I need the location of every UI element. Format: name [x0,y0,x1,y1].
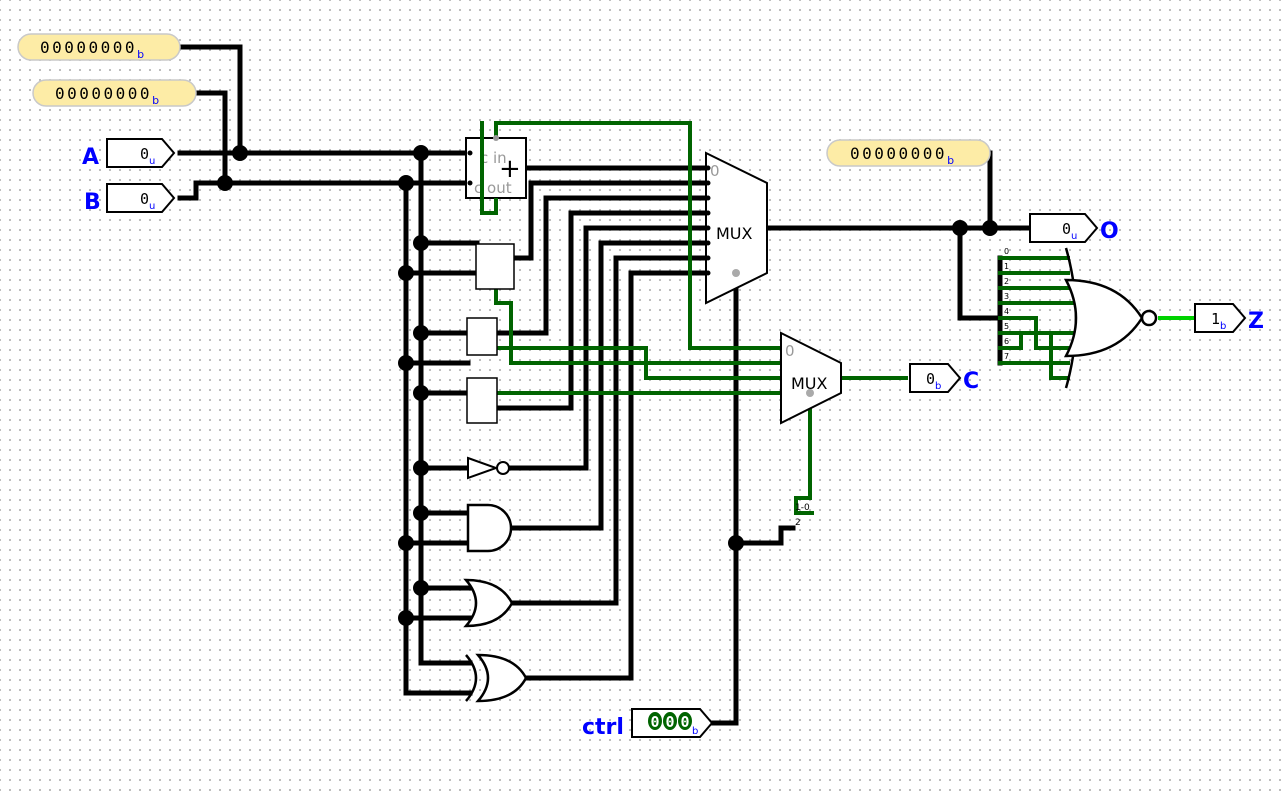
wire-xor-to-mux [522,270,711,681]
splitter-o-bit-2: 2 [1004,277,1009,286]
junction [398,610,414,626]
mux-carry-select-pin [806,389,814,397]
ctrl-bit-ovals [648,712,692,730]
not-gate[interactable] [467,456,510,480]
wire-comp2-bit [495,346,785,380]
splitter-o-bit-6: 6 [1004,337,1009,346]
wire-comp3-to-mux [494,210,711,411]
output-z-label: Z [1248,309,1264,334]
mux-main-label: MUX [716,224,753,243]
wire-mux-out-to-splitter [957,225,1003,321]
wire-const-b [193,90,228,186]
junction [413,505,429,521]
adder-cin-label: c in [480,149,507,167]
wire-comp2-to-mux [494,195,711,336]
bus-b-vertical [403,180,473,696]
input-b-label: B [84,190,101,215]
output-z: 1b Z [1194,303,1264,334]
wire-ctrl-bits [794,391,814,515]
mux-main-input-0: 0 [710,162,720,180]
constant-value: 00000000b [40,38,147,61]
xor-gate[interactable] [465,653,528,703]
ctrl-suffix: b [692,726,698,737]
input-a[interactable]: A 0u [82,138,176,170]
constant-b[interactable]: 00000000b [32,79,197,107]
junction [413,385,429,401]
input-b-value: 0u [140,190,155,212]
junction [398,355,414,371]
junction [398,535,414,551]
splitter-o-bit-1: 1 [1004,262,1009,271]
comparator-3[interactable] [466,377,498,424]
output-c: 0b C [909,363,979,394]
input-a-value: 0u [140,145,155,167]
constant-o[interactable]: 00000000b [826,139,991,167]
adder[interactable]: c in c out + [465,135,527,199]
splitter-o-bit-5: 5 [1004,322,1009,331]
adder-plus-icon: + [499,154,521,184]
constant-value: 00000000b [850,144,957,167]
output-z-value: 1b [1211,310,1226,332]
wire-ctrl-to-splitter [733,525,796,546]
wire-comp1-to-mux [511,180,711,261]
and-gate[interactable] [466,503,513,553]
junction [413,325,429,341]
bit-6 [998,331,1077,350]
splitter-o-bit-4: 4 [1004,307,1009,316]
input-ctrl-label: ctrl [582,715,624,740]
adder-cin-pin [493,135,499,141]
bit-wires [480,121,1077,515]
comparator-1[interactable] [475,243,515,290]
junction [982,220,998,236]
output-o-label: O [1100,219,1119,244]
output-o-value: 0u [1062,220,1077,242]
junction [413,460,429,476]
wire-b-main [177,180,473,201]
junction [413,580,429,596]
junction [952,220,968,236]
wire-carry-to-cmux [494,121,785,350]
input-a-label: A [82,145,99,170]
constant-value: 00000000b [55,84,162,107]
splitter-o[interactable]: 0 1 2 3 4 5 6 7 [1004,247,1009,361]
wire-const-a [177,44,243,156]
junction [728,535,744,551]
wire-carry-overlay [480,123,498,215]
junctions [217,145,998,626]
mux-main-select-pin [732,269,740,277]
splitter-ctrl[interactable]: 1-0 2 [795,503,810,528]
junction [398,175,414,191]
output-c-label: C [963,369,979,394]
or-gate[interactable] [463,578,514,628]
junction [398,265,414,281]
splitter-ctrl-high: 2 [795,518,801,528]
junction [413,145,429,161]
splitter-ctrl-low: 1-0 [795,503,810,513]
wire-or-to-mux [509,255,711,606]
wire-and-to-mux [507,240,711,531]
junction [232,145,248,161]
pin-dots [467,150,711,276]
comparator-2[interactable] [466,317,498,356]
junction [413,235,429,251]
nor-gate[interactable] [1063,247,1158,389]
output-o: 0u O [1029,213,1119,244]
mux-main[interactable]: MUX 0 [705,151,768,305]
wire-ctrl-to-mux [709,285,739,726]
junction [217,175,233,191]
mux-carry-input-0: 0 [785,342,795,360]
constant-a[interactable]: 00000000b [17,33,181,61]
bus-a-vertical [418,150,473,666]
mux-carry-label: MUX [791,374,828,393]
splitter-o-bit-0: 0 [1004,247,1009,256]
splitter-o-bit-3: 3 [1004,292,1009,301]
mux-carry[interactable]: MUX 0 [780,331,842,425]
splitter-o-bit-7: 7 [1004,352,1009,361]
wire-comp1-bit [494,286,785,365]
output-c-value: 0b [926,370,941,392]
input-b[interactable]: B 0u [84,183,176,215]
